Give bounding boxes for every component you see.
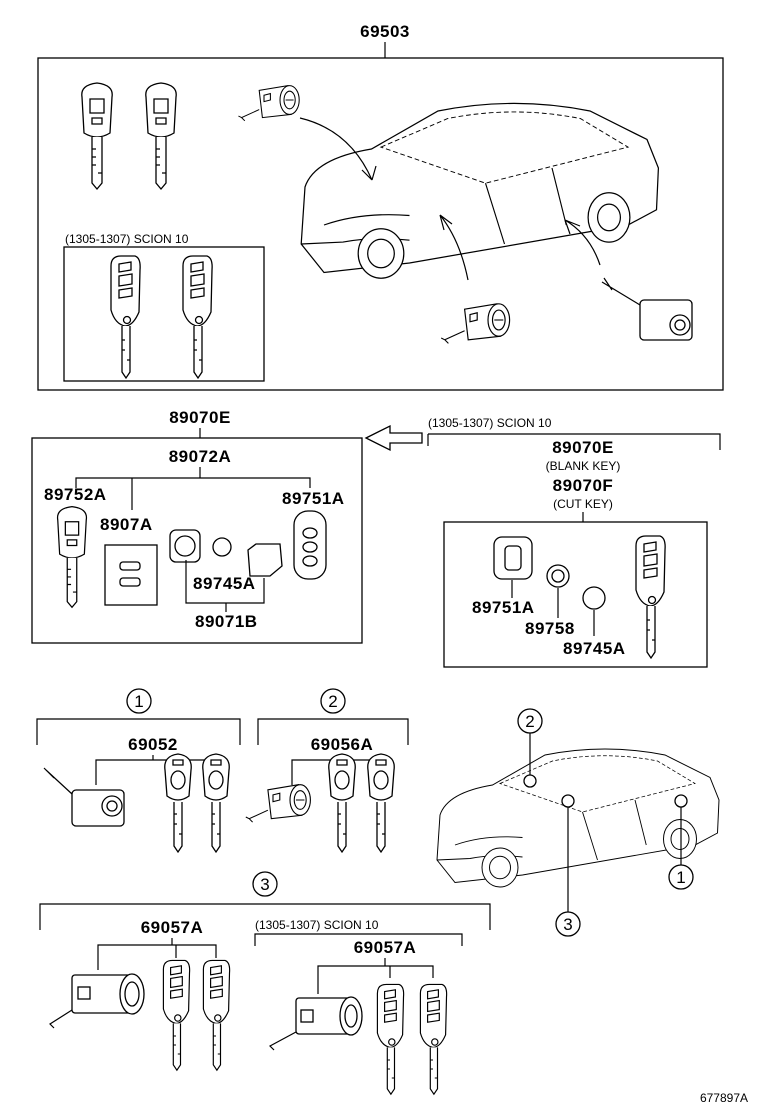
- note-scion-arrow: (1305-1307) SCION 10: [428, 416, 552, 430]
- fob-89751A: [293, 510, 327, 580]
- label-89070E-scion: 89070E: [552, 438, 614, 457]
- ignition-cylinder-69052: [43, 767, 125, 827]
- label-89751A-scion: 89751A: [472, 598, 535, 617]
- transponder-89751A: [493, 536, 533, 580]
- transponder-8907A: [104, 544, 158, 606]
- flip-key-illustration: [110, 255, 213, 379]
- ignition-cylinder-69057A: [49, 973, 145, 1029]
- car-illustration: [300, 102, 660, 279]
- label-69052: 69052: [128, 735, 178, 754]
- label-89070F: 89070F: [553, 476, 614, 495]
- car-callout-1: 1: [676, 868, 685, 887]
- car-callout-3: 3: [563, 915, 572, 934]
- label-69057A: 69057A: [141, 918, 204, 937]
- label-89071B: 89071B: [195, 612, 258, 631]
- label-8907A: 8907A: [100, 515, 153, 534]
- key-illustration: [81, 82, 177, 190]
- flip-key-scion: [635, 535, 666, 659]
- note-scion-top: (1305-1307) SCION 10: [65, 232, 189, 246]
- box-scion-keys: [63, 246, 265, 382]
- label-69503: 69503: [360, 22, 410, 41]
- ignition-cylinder-69057A-scion: [269, 996, 363, 1051]
- door-cylinder-69056A: [245, 784, 311, 823]
- illustration-id: 677897A: [700, 1091, 748, 1105]
- label-69057A-scion: 69057A: [354, 938, 417, 957]
- label-89752A: 89752A: [44, 485, 107, 504]
- battery-icon: [212, 537, 232, 557]
- box-69503: [37, 57, 724, 391]
- label-89070E: 89070E: [169, 408, 231, 427]
- box-89070E: [31, 437, 363, 644]
- battery-89745A: [582, 586, 606, 610]
- box-89070F: [443, 521, 708, 668]
- arrow-left-icon: [364, 424, 423, 452]
- cover-icon: [247, 543, 283, 577]
- door-cylinder-illustration: [440, 303, 511, 344]
- cylinder-illustration: [237, 85, 300, 122]
- callout-2: 2: [328, 692, 337, 711]
- label-89072A: 89072A: [169, 447, 232, 466]
- note-scion-bottom: (1305-1307) SCION 10: [255, 918, 379, 932]
- car-callout-2: 2: [525, 712, 534, 731]
- note-blank-key: (BLANK KEY): [546, 459, 621, 473]
- cap-89758: [546, 564, 570, 588]
- door-cylinder-illustration-2: [601, 277, 693, 341]
- key-89752A: [56, 505, 88, 608]
- label-89758: 89758: [525, 619, 575, 638]
- label-69056A: 69056A: [311, 735, 374, 754]
- label-89751A: 89751A: [282, 489, 345, 508]
- callout-1: 1: [134, 692, 143, 711]
- note-cut-key: (CUT KEY): [553, 497, 613, 511]
- battery-case-icon: [169, 529, 201, 563]
- callout-3: 3: [260, 875, 269, 894]
- label-89745A-scion: 89745A: [563, 639, 626, 658]
- label-89745A: 89745A: [193, 574, 256, 593]
